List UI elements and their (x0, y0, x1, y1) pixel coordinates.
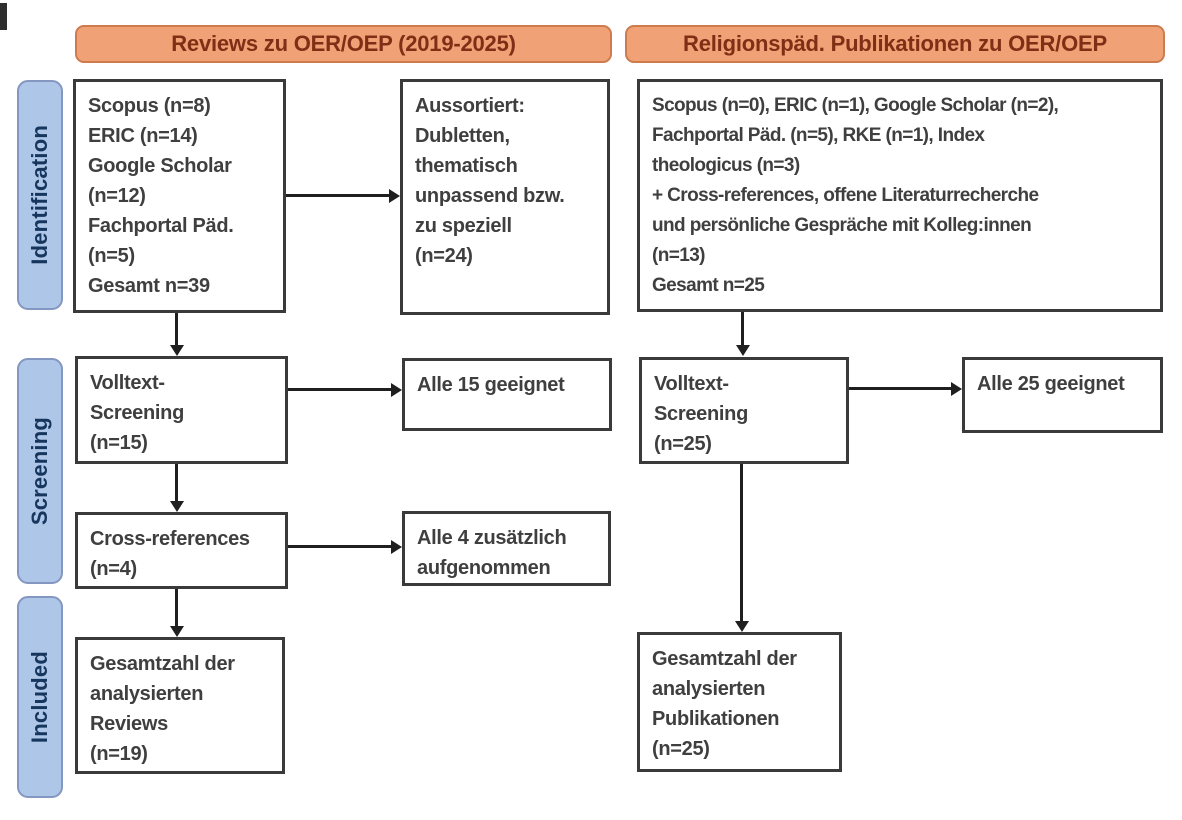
box-reviews-sources: Scopus (n=8)ERIC (n=14)Google Scholar(n=… (73, 79, 286, 313)
stage-label-included-text: Included (27, 650, 52, 744)
box-reviews-crossref: Cross-references(n=4) (75, 512, 288, 589)
column-header-religionspaed: Religionspäd. Publikationen zu OER/OEP (625, 25, 1165, 63)
arrow-reviews-fulltext-to-result (288, 388, 391, 391)
stage-label-identification: Identification (17, 80, 63, 310)
arrow-reviews-crossref-to-result (288, 545, 391, 548)
box-reviews-fulltext-result: Alle 15 geeignet (402, 358, 612, 431)
box-religionspaed-fulltext-screening: Volltext-Screening(n=25) (639, 357, 849, 464)
arrow-religionspaed-sources-to-fulltext (741, 312, 744, 345)
box-religionspaed-sources: Scopus (n=0), ERIC (n=1), Google Scholar… (637, 79, 1163, 312)
arrow-religionspaed-fulltext-to-included (740, 464, 743, 621)
box-religionspaed-fulltext-result: Alle 25 geeignet (962, 357, 1163, 433)
scan-corner-artifact (0, 3, 7, 30)
arrow-reviews-sources-to-excluded (286, 194, 389, 197)
arrow-reviews-fulltext-to-crossref (175, 464, 178, 501)
stage-label-identification-text: Identification (27, 125, 52, 265)
stage-label-screening-text: Screening (27, 416, 52, 526)
box-reviews-fulltext-screening: Volltext-Screening(n=15) (75, 356, 288, 464)
stage-label-included: Included (17, 596, 63, 798)
arrow-reviews-sources-to-fulltext (175, 313, 178, 345)
arrow-reviews-crossref-to-included (175, 589, 178, 626)
stage-label-screening: Screening (17, 358, 63, 584)
column-header-reviews: Reviews zu OER/OEP (2019-2025) (75, 25, 612, 63)
arrow-religionspaed-fulltext-to-result (849, 387, 951, 390)
